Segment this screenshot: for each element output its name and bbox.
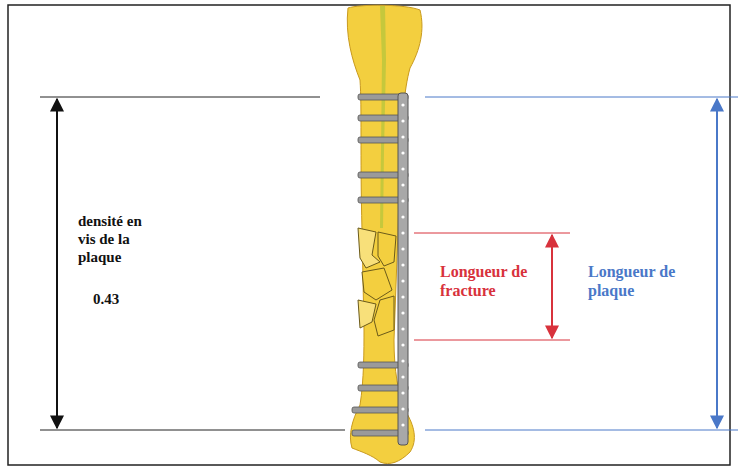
plate-hole bbox=[401, 183, 404, 186]
plate-hole bbox=[401, 199, 404, 202]
plate-hole bbox=[401, 231, 404, 234]
plate-hole bbox=[401, 103, 404, 106]
plate-hole bbox=[401, 135, 404, 138]
label-text: densité en vis de la plaque bbox=[78, 213, 142, 265]
plate-hole bbox=[401, 359, 404, 362]
label-text: Longueur de fracture bbox=[440, 263, 527, 299]
label-text: Longueur de plaque bbox=[588, 263, 675, 299]
density-label: densité en vis de la plaque bbox=[78, 212, 152, 266]
plate-hole bbox=[401, 247, 404, 250]
plate-hole bbox=[401, 167, 404, 170]
density-value: 0.43 bbox=[93, 290, 153, 308]
plate-length-label: Longueur de plaque bbox=[588, 262, 688, 300]
fracture-length-label: Longueur de fracture bbox=[440, 262, 540, 300]
plate-hole bbox=[401, 215, 404, 218]
plate-holes bbox=[401, 103, 404, 426]
plate-hole bbox=[401, 343, 404, 346]
plate-hole bbox=[401, 375, 404, 378]
plate-hole bbox=[401, 327, 404, 330]
plate-hole bbox=[401, 263, 404, 266]
plate-hole bbox=[401, 119, 404, 122]
tibia-bone bbox=[347, 5, 422, 463]
plate-hole bbox=[401, 391, 404, 394]
plate bbox=[398, 93, 408, 445]
label-text: 0.43 bbox=[93, 291, 119, 307]
plate-hole bbox=[401, 407, 404, 410]
plate-hole bbox=[401, 295, 404, 298]
plate-hole bbox=[401, 279, 404, 282]
plate-hole bbox=[401, 151, 404, 154]
plate-hole bbox=[401, 423, 404, 426]
dimension-lines bbox=[40, 97, 738, 430]
plate-hole bbox=[401, 311, 404, 314]
frame bbox=[8, 5, 730, 465]
